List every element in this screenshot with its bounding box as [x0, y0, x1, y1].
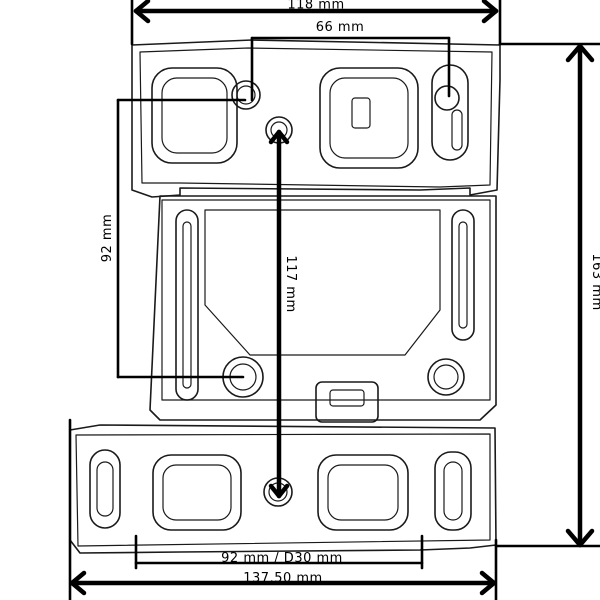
plate-outline: [69, 39, 501, 554]
dimension-hole-spacing-top: [250, 36, 451, 102]
label-hole-spacing-top: 66 mm: [316, 20, 365, 35]
label-overall-height: 163 mm: [589, 253, 600, 310]
label-left-vertical: 92 mm: [100, 214, 115, 263]
dimension-bottom-width: [68, 418, 498, 600]
dimension-top-width: [130, 0, 502, 46]
dimension-center-vertical: [268, 129, 290, 499]
dimension-overall-height: [494, 42, 600, 548]
label-top-width: 118 mm: [287, 0, 344, 13]
label-center-vertical: 117 mm: [283, 255, 298, 312]
label-bottom-inner: 92 mm / D30 mm: [221, 551, 343, 566]
label-bottom-width: 137.50 mm: [243, 571, 322, 586]
dimension-left-vertical: [116, 98, 247, 379]
dimension-bottom-inner: [134, 534, 424, 570]
